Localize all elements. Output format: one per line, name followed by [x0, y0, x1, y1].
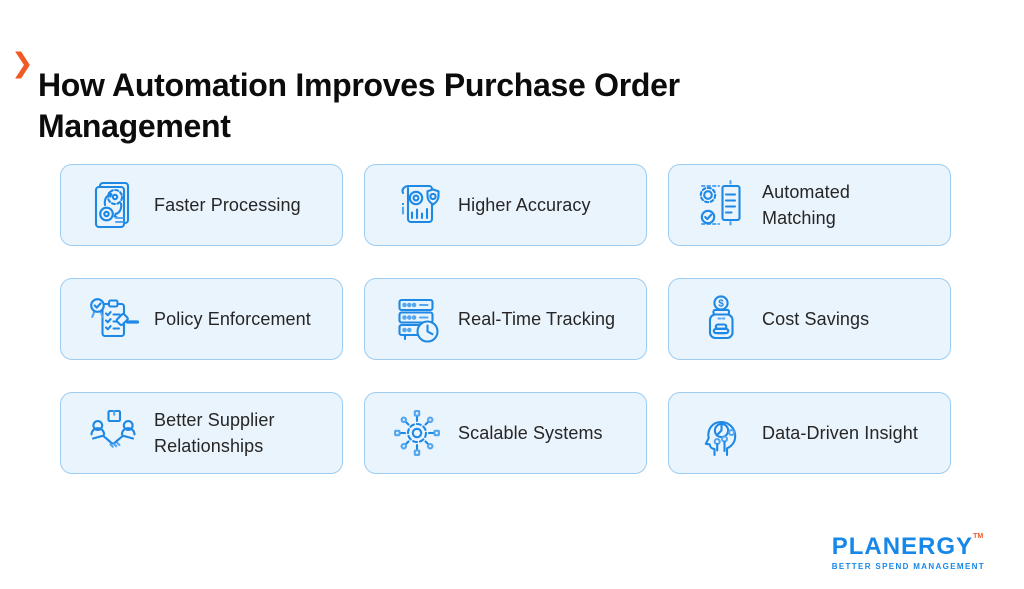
- clipboard-gavel-icon: [85, 291, 141, 347]
- document-gear-icon: [85, 177, 141, 233]
- card-label: Higher Accuracy: [458, 195, 591, 215]
- svg-text:$: $: [718, 299, 724, 310]
- card-supplier-relationships: Better Supplier Relationships: [60, 392, 343, 474]
- card-real-time-tracking: Real-Time Tracking: [364, 278, 647, 360]
- page-title: How Automation Improves Purchase Order M…: [38, 67, 680, 145]
- card-data-driven-insight: Data-Driven Insight: [668, 392, 951, 474]
- brand-footer: PLANERGYTM BETTER SPEND MANAGEMENT: [831, 533, 985, 571]
- gear-checklist-icon: [693, 177, 749, 233]
- network-gear-icon: [389, 405, 445, 461]
- benefit-card-grid: Faster Processing Higher Accuracy: [60, 164, 951, 474]
- chevron-bullet-icon: ❯: [11, 48, 34, 78]
- card-label: Real-Time Tracking: [458, 309, 616, 329]
- card-policy-enforcement: Policy Enforcement: [60, 278, 343, 360]
- card-higher-accuracy: Higher Accuracy: [364, 164, 647, 246]
- handshake-icon: [85, 405, 141, 461]
- card-scalable-systems: Scalable Systems: [364, 392, 647, 474]
- card-faster-processing: Faster Processing: [60, 164, 343, 246]
- card-label: Policy Enforcement: [154, 309, 311, 329]
- brand-tagline: BETTER SPEND MANAGEMENT: [831, 562, 985, 571]
- card-label: Automated Matching: [762, 182, 850, 228]
- card-label: Data-Driven Insight: [762, 423, 918, 443]
- report-shield-icon: [389, 177, 445, 233]
- savings-jar-icon: $: [693, 291, 749, 347]
- trademark-mark: TM: [973, 533, 984, 540]
- card-label: Better Supplier Relationships: [154, 410, 275, 456]
- head-analytics-icon: [693, 405, 749, 461]
- card-label: Faster Processing: [154, 195, 301, 215]
- card-automated-matching: Automated Matching: [668, 164, 951, 246]
- card-label: Scalable Systems: [458, 423, 603, 443]
- card-cost-savings: $ Cost Savings: [668, 278, 951, 360]
- server-clock-icon: [389, 291, 445, 347]
- card-label: Cost Savings: [762, 309, 870, 329]
- planergy-logo: PLANERGY: [831, 533, 974, 560]
